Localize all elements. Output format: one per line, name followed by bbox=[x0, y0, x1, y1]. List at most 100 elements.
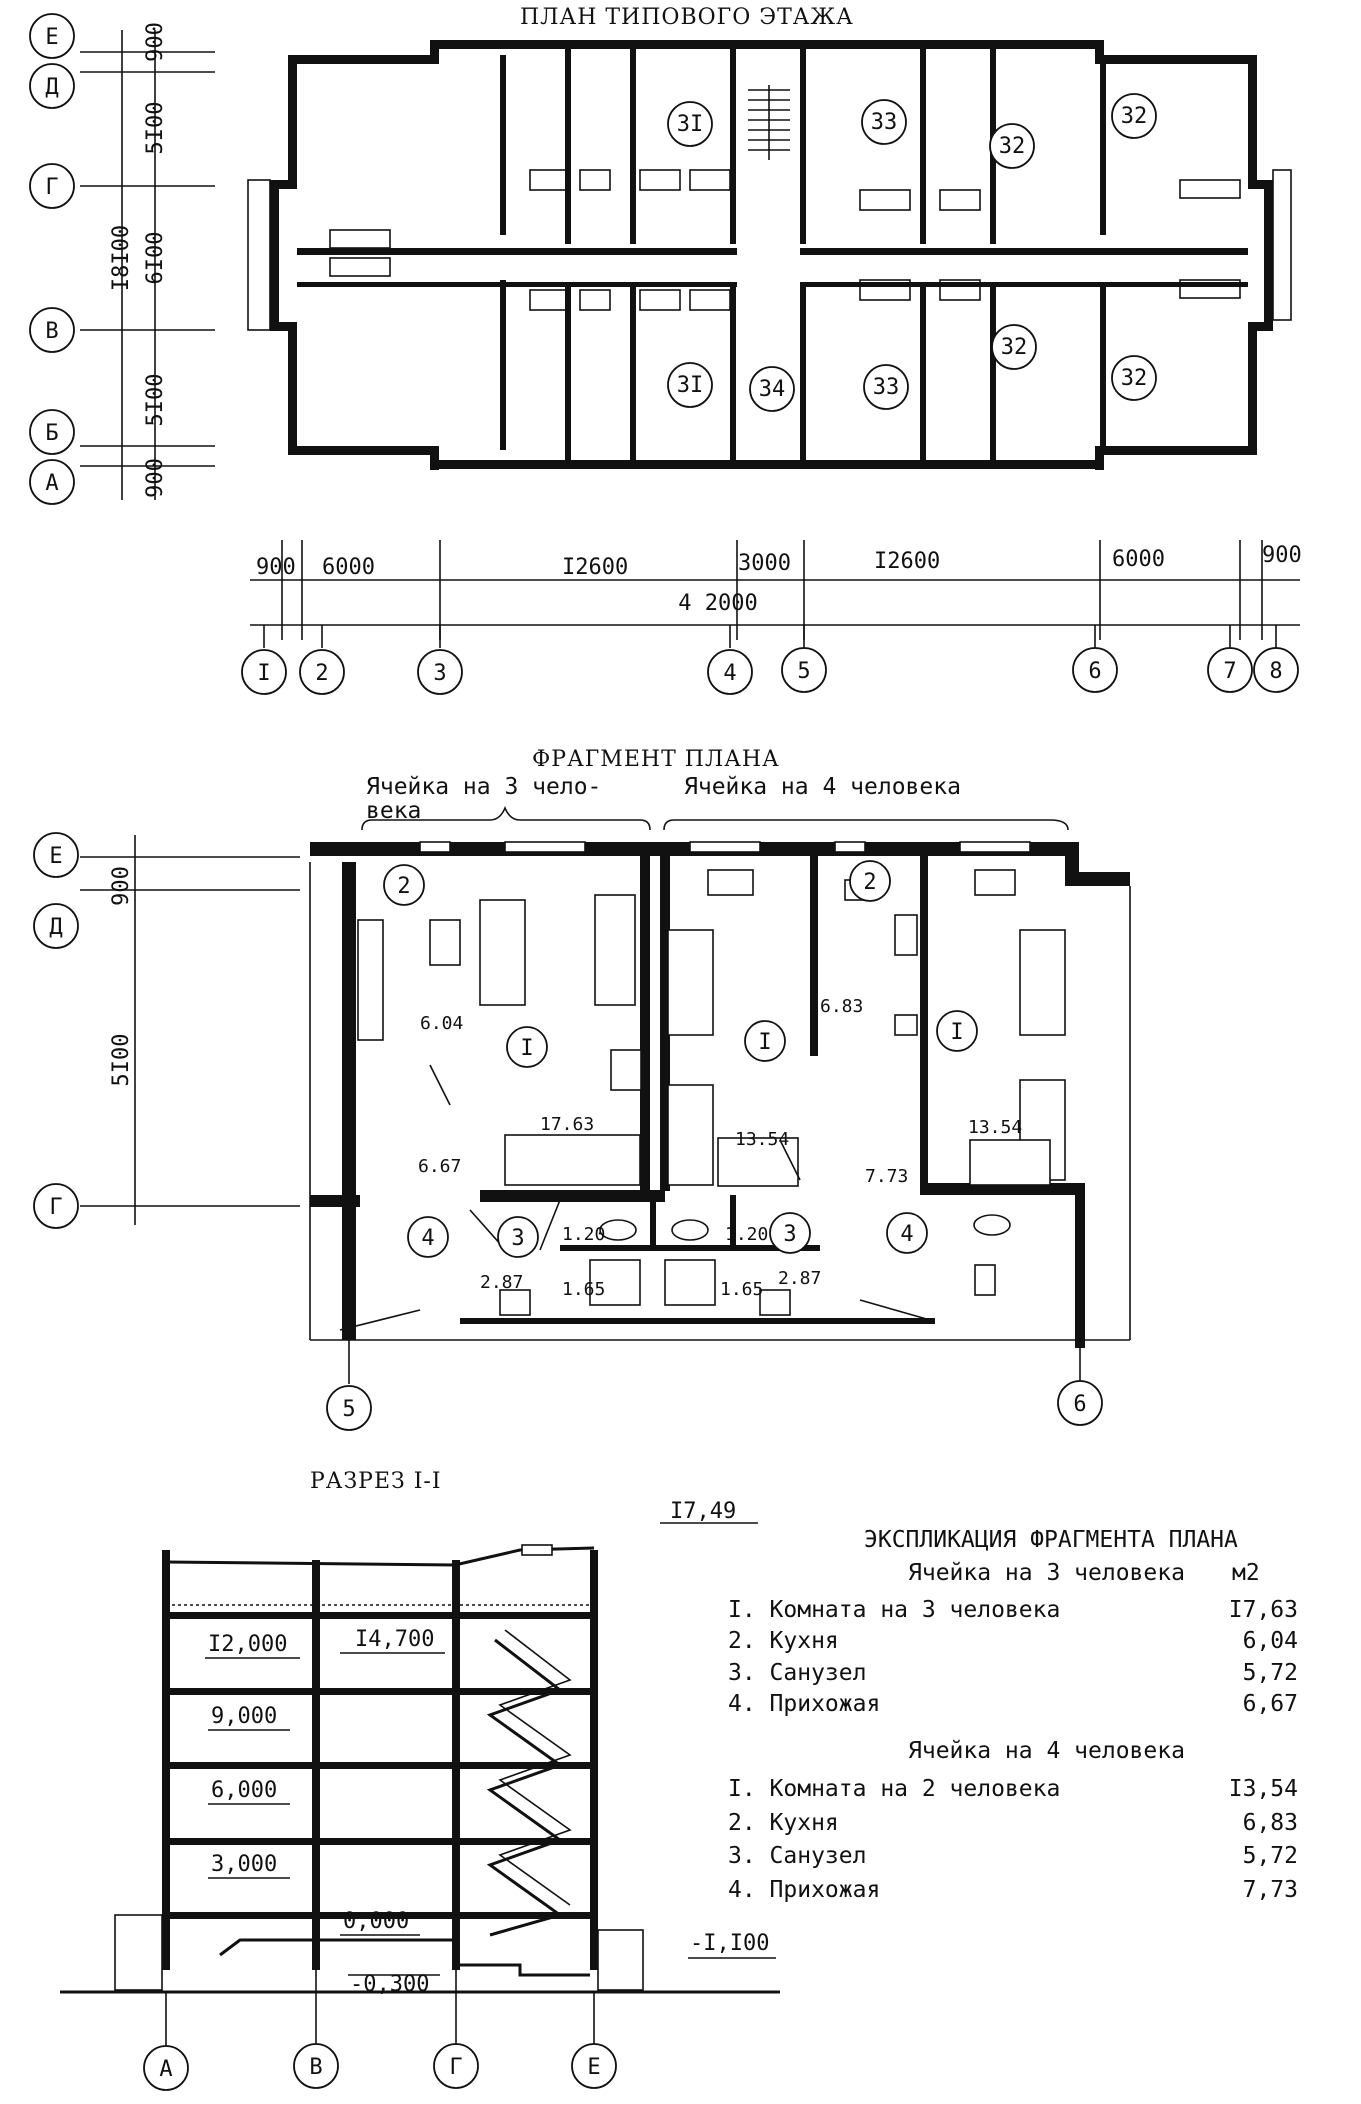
row-axes: Е Д Г В Б А 900 5I00 6I00 5I00 900 I8I00 bbox=[29, 13, 215, 505]
axis-label: Б bbox=[45, 421, 58, 446]
level-mark: 3,000 bbox=[211, 1852, 277, 1877]
dim-horizontal: 3000 bbox=[738, 551, 791, 576]
level-mark: I7,49 bbox=[670, 1499, 736, 1524]
room-area: 7.73 bbox=[865, 1166, 908, 1187]
explication-item-value: I7,63 bbox=[1229, 1597, 1298, 1623]
dim-horizontal: 6000 bbox=[1112, 547, 1165, 572]
unit-label: 32 bbox=[1121, 104, 1148, 129]
typical-floor-plan: ПЛАН ТИПОВОГО ЭТАЖА Е Д Г В Б А 900 5I00 bbox=[29, 5, 1302, 695]
explication-item-label: 2. Кухня bbox=[728, 1810, 839, 1836]
axis-label: 5 bbox=[342, 1397, 355, 1422]
room-area: 6.83 bbox=[820, 996, 863, 1017]
room-number: I bbox=[950, 1020, 963, 1045]
axis-label: А bbox=[45, 471, 58, 496]
axis-label: I bbox=[257, 661, 270, 686]
unit-label: 34 bbox=[759, 377, 786, 402]
unit-label: 33 bbox=[873, 375, 900, 400]
axis-label: 7 bbox=[1223, 659, 1236, 684]
axis-label: 4 bbox=[723, 661, 736, 686]
horizontal-dimensions: 900 6000 I2600 3000 I2600 6000 900 4 200… bbox=[250, 540, 1302, 640]
level-mark: 6,000 bbox=[211, 1778, 277, 1803]
fragment-title: ФРАГМЕНТ ПЛАНА bbox=[532, 747, 780, 772]
level-mark: I4,700 bbox=[355, 1627, 434, 1652]
level-mark: I2,000 bbox=[208, 1632, 287, 1657]
dim-vertical: 5I00 bbox=[143, 102, 168, 155]
axis-label: В bbox=[309, 2055, 322, 2080]
unit-label: 3I bbox=[677, 373, 704, 398]
axis-bubble-g bbox=[29, 163, 75, 209]
dim-vertical: 5I00 bbox=[109, 1034, 134, 1087]
section-drawing: РАЗРЕЗ I-I I7,49 I4,700 I2,000 bbox=[60, 1469, 780, 2091]
unit-label: 3I bbox=[677, 112, 704, 137]
dim-vertical: 5I00 bbox=[143, 374, 168, 427]
explication-unit: м2 bbox=[1232, 1560, 1260, 1586]
axis-bubble-v bbox=[29, 307, 75, 353]
axis-label: 5 bbox=[797, 659, 810, 684]
explication-item-value: 6,83 bbox=[1243, 1810, 1298, 1836]
unit-label: 32 bbox=[1001, 335, 1028, 360]
axis-label: Д bbox=[45, 75, 58, 100]
room-number: 3 bbox=[783, 1222, 796, 1247]
explication-item-value: 5,72 bbox=[1243, 1660, 1298, 1686]
axis-label: Е bbox=[587, 2055, 600, 2080]
axis-label: Г bbox=[45, 175, 58, 200]
room-number: 4 bbox=[900, 1222, 913, 1247]
room-number: I bbox=[520, 1036, 533, 1061]
axis-label: Е bbox=[45, 25, 58, 50]
level-marks: I7,49 I4,700 I2,000 9,000 6,000 3,000 0,… bbox=[205, 1499, 776, 1997]
room-area: 6.67 bbox=[418, 1156, 461, 1177]
dim-horizontal: 6000 bbox=[322, 555, 375, 580]
explication-group1-title: Ячейка на 3 человека bbox=[908, 1560, 1185, 1586]
explication-item-value: 6,67 bbox=[1243, 1691, 1298, 1717]
fragment-plan: ФРАГМЕНТ ПЛАНА Ячейка на 3 чело- века Яч… bbox=[33, 747, 1131, 1431]
room-area: 1.20 bbox=[725, 1224, 768, 1245]
explication-item-label: 4. Прихожая bbox=[728, 1691, 880, 1717]
room-area: 1.65 bbox=[562, 1279, 605, 1300]
cell4-label: Ячейка на 4 человека bbox=[684, 774, 961, 800]
explication-item-label: 4. Прихожая bbox=[728, 1877, 880, 1903]
explication-item-label: I. Комната на 2 человека bbox=[728, 1776, 1060, 1802]
dim-horizontal: I2600 bbox=[874, 549, 940, 574]
unit-label: 33 bbox=[871, 110, 898, 135]
axis-label: 3 bbox=[433, 661, 446, 686]
axis-label: 8 bbox=[1269, 659, 1282, 684]
room-number: 4 bbox=[421, 1226, 434, 1251]
explication-item-label: I. Комната на 3 человека bbox=[728, 1597, 1060, 1623]
unit-label: 32 bbox=[1121, 366, 1148, 391]
axis-bubble-b bbox=[29, 409, 75, 455]
unit-label: 32 bbox=[999, 134, 1026, 159]
axis-bubble-a bbox=[29, 459, 75, 505]
dim-horizontal: 900 bbox=[256, 555, 296, 580]
room-area: 13.54 bbox=[968, 1117, 1022, 1138]
room-area: 2.87 bbox=[480, 1272, 523, 1293]
axis-label: 6 bbox=[1088, 659, 1101, 684]
axis-label: Г bbox=[449, 2055, 462, 2080]
explication-table: ЭКСПЛИКАЦИЯ ФРАГМЕНТА ПЛАНА Ячейка на 3 … bbox=[728, 1527, 1298, 1903]
room-number: 2 bbox=[863, 870, 876, 895]
building-walls bbox=[247, 40, 1292, 470]
room-area: 1.65 bbox=[720, 1279, 763, 1300]
room-number: 2 bbox=[397, 874, 410, 899]
cell3-label: Ячейка на 3 чело- bbox=[366, 774, 601, 800]
explication-item-value: 5,72 bbox=[1243, 1843, 1298, 1869]
axis-bubble-e bbox=[29, 13, 75, 59]
axis-label: Г bbox=[49, 1195, 62, 1220]
axis-bubble-d bbox=[29, 63, 75, 109]
explication-item-label: 3. Санузел bbox=[728, 1660, 866, 1686]
column-axes: I 2 3 4 5 6 7 8 bbox=[241, 625, 1299, 695]
typical-floor-title: ПЛАН ТИПОВОГО ЭТАЖА bbox=[520, 5, 854, 30]
dim-vertical: 900 bbox=[143, 458, 168, 498]
axis-label: В bbox=[45, 319, 58, 344]
dim-vertical: 6I00 bbox=[143, 232, 168, 285]
dim-horizontal: I2600 bbox=[562, 555, 628, 580]
explication-group2-title: Ячейка на 4 человека bbox=[908, 1738, 1185, 1764]
room-area: 17.63 bbox=[540, 1114, 594, 1135]
room-area: 1.20 bbox=[562, 1224, 605, 1245]
level-mark: -0,300 bbox=[350, 1972, 429, 1997]
axis-label: 6 bbox=[1073, 1392, 1086, 1417]
room-area: 13.54 bbox=[735, 1129, 789, 1150]
dim-vertical: 900 bbox=[143, 22, 168, 62]
section-title: РАЗРЕЗ I-I bbox=[310, 1469, 442, 1494]
level-mark: 9,000 bbox=[211, 1704, 277, 1729]
